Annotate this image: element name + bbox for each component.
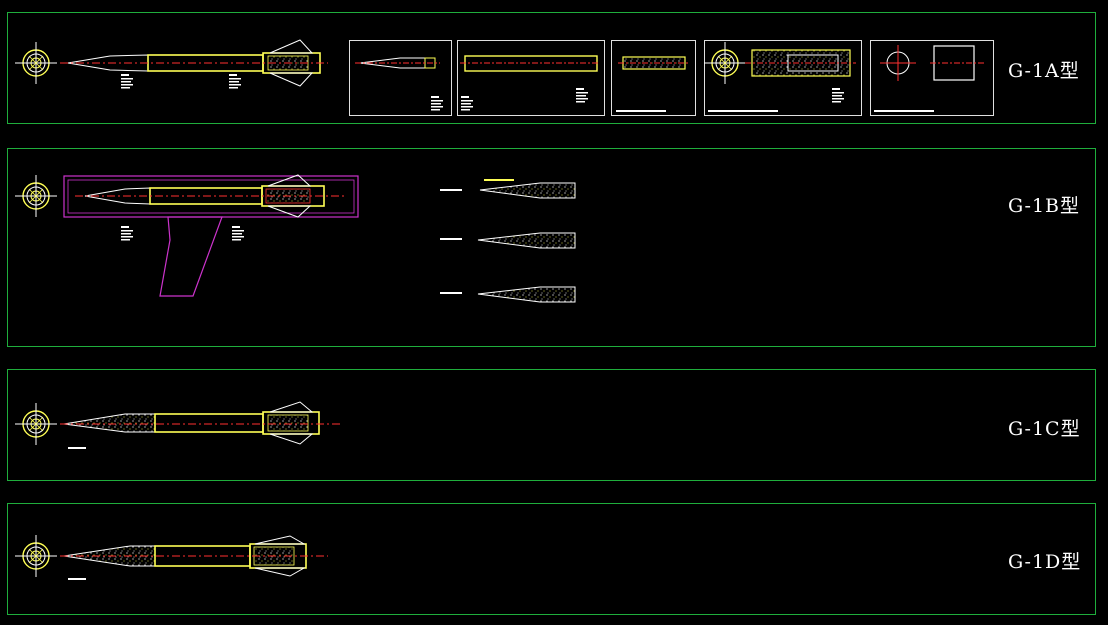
g1b-target-icon — [14, 174, 58, 218]
detail-sheet-motor — [704, 40, 862, 116]
detail-sheet-tail — [870, 40, 994, 116]
g1c-rocket — [60, 401, 342, 449]
g1c-target-icon — [14, 402, 58, 446]
model-label-g1b: G-1B型 — [1008, 195, 1081, 217]
panel-g1d — [7, 503, 1096, 615]
panel-g1c — [7, 369, 1096, 481]
g1d-target-icon — [14, 534, 58, 578]
panel-g1a — [7, 12, 1096, 124]
detail-sheet-body — [457, 40, 605, 116]
g1a-rocket — [60, 39, 328, 89]
model-label-g1a: G-1A型 — [1008, 60, 1080, 82]
detail-sheet-tube — [611, 40, 696, 116]
model-label-g1d: G-1D型 — [1008, 551, 1082, 573]
model-label-g1c: G-1C型 — [1008, 418, 1081, 440]
panel-g1b — [7, 148, 1096, 347]
detail-sheet-nose — [349, 40, 452, 116]
g1d-rocket — [60, 535, 328, 580]
g1b-launcher — [63, 175, 359, 297]
g1b-nose-variants — [440, 179, 576, 303]
g1a-target-icon — [14, 41, 58, 85]
g1a-detail-drawings — [355, 41, 985, 112]
g1b-rocket — [75, 174, 345, 241]
